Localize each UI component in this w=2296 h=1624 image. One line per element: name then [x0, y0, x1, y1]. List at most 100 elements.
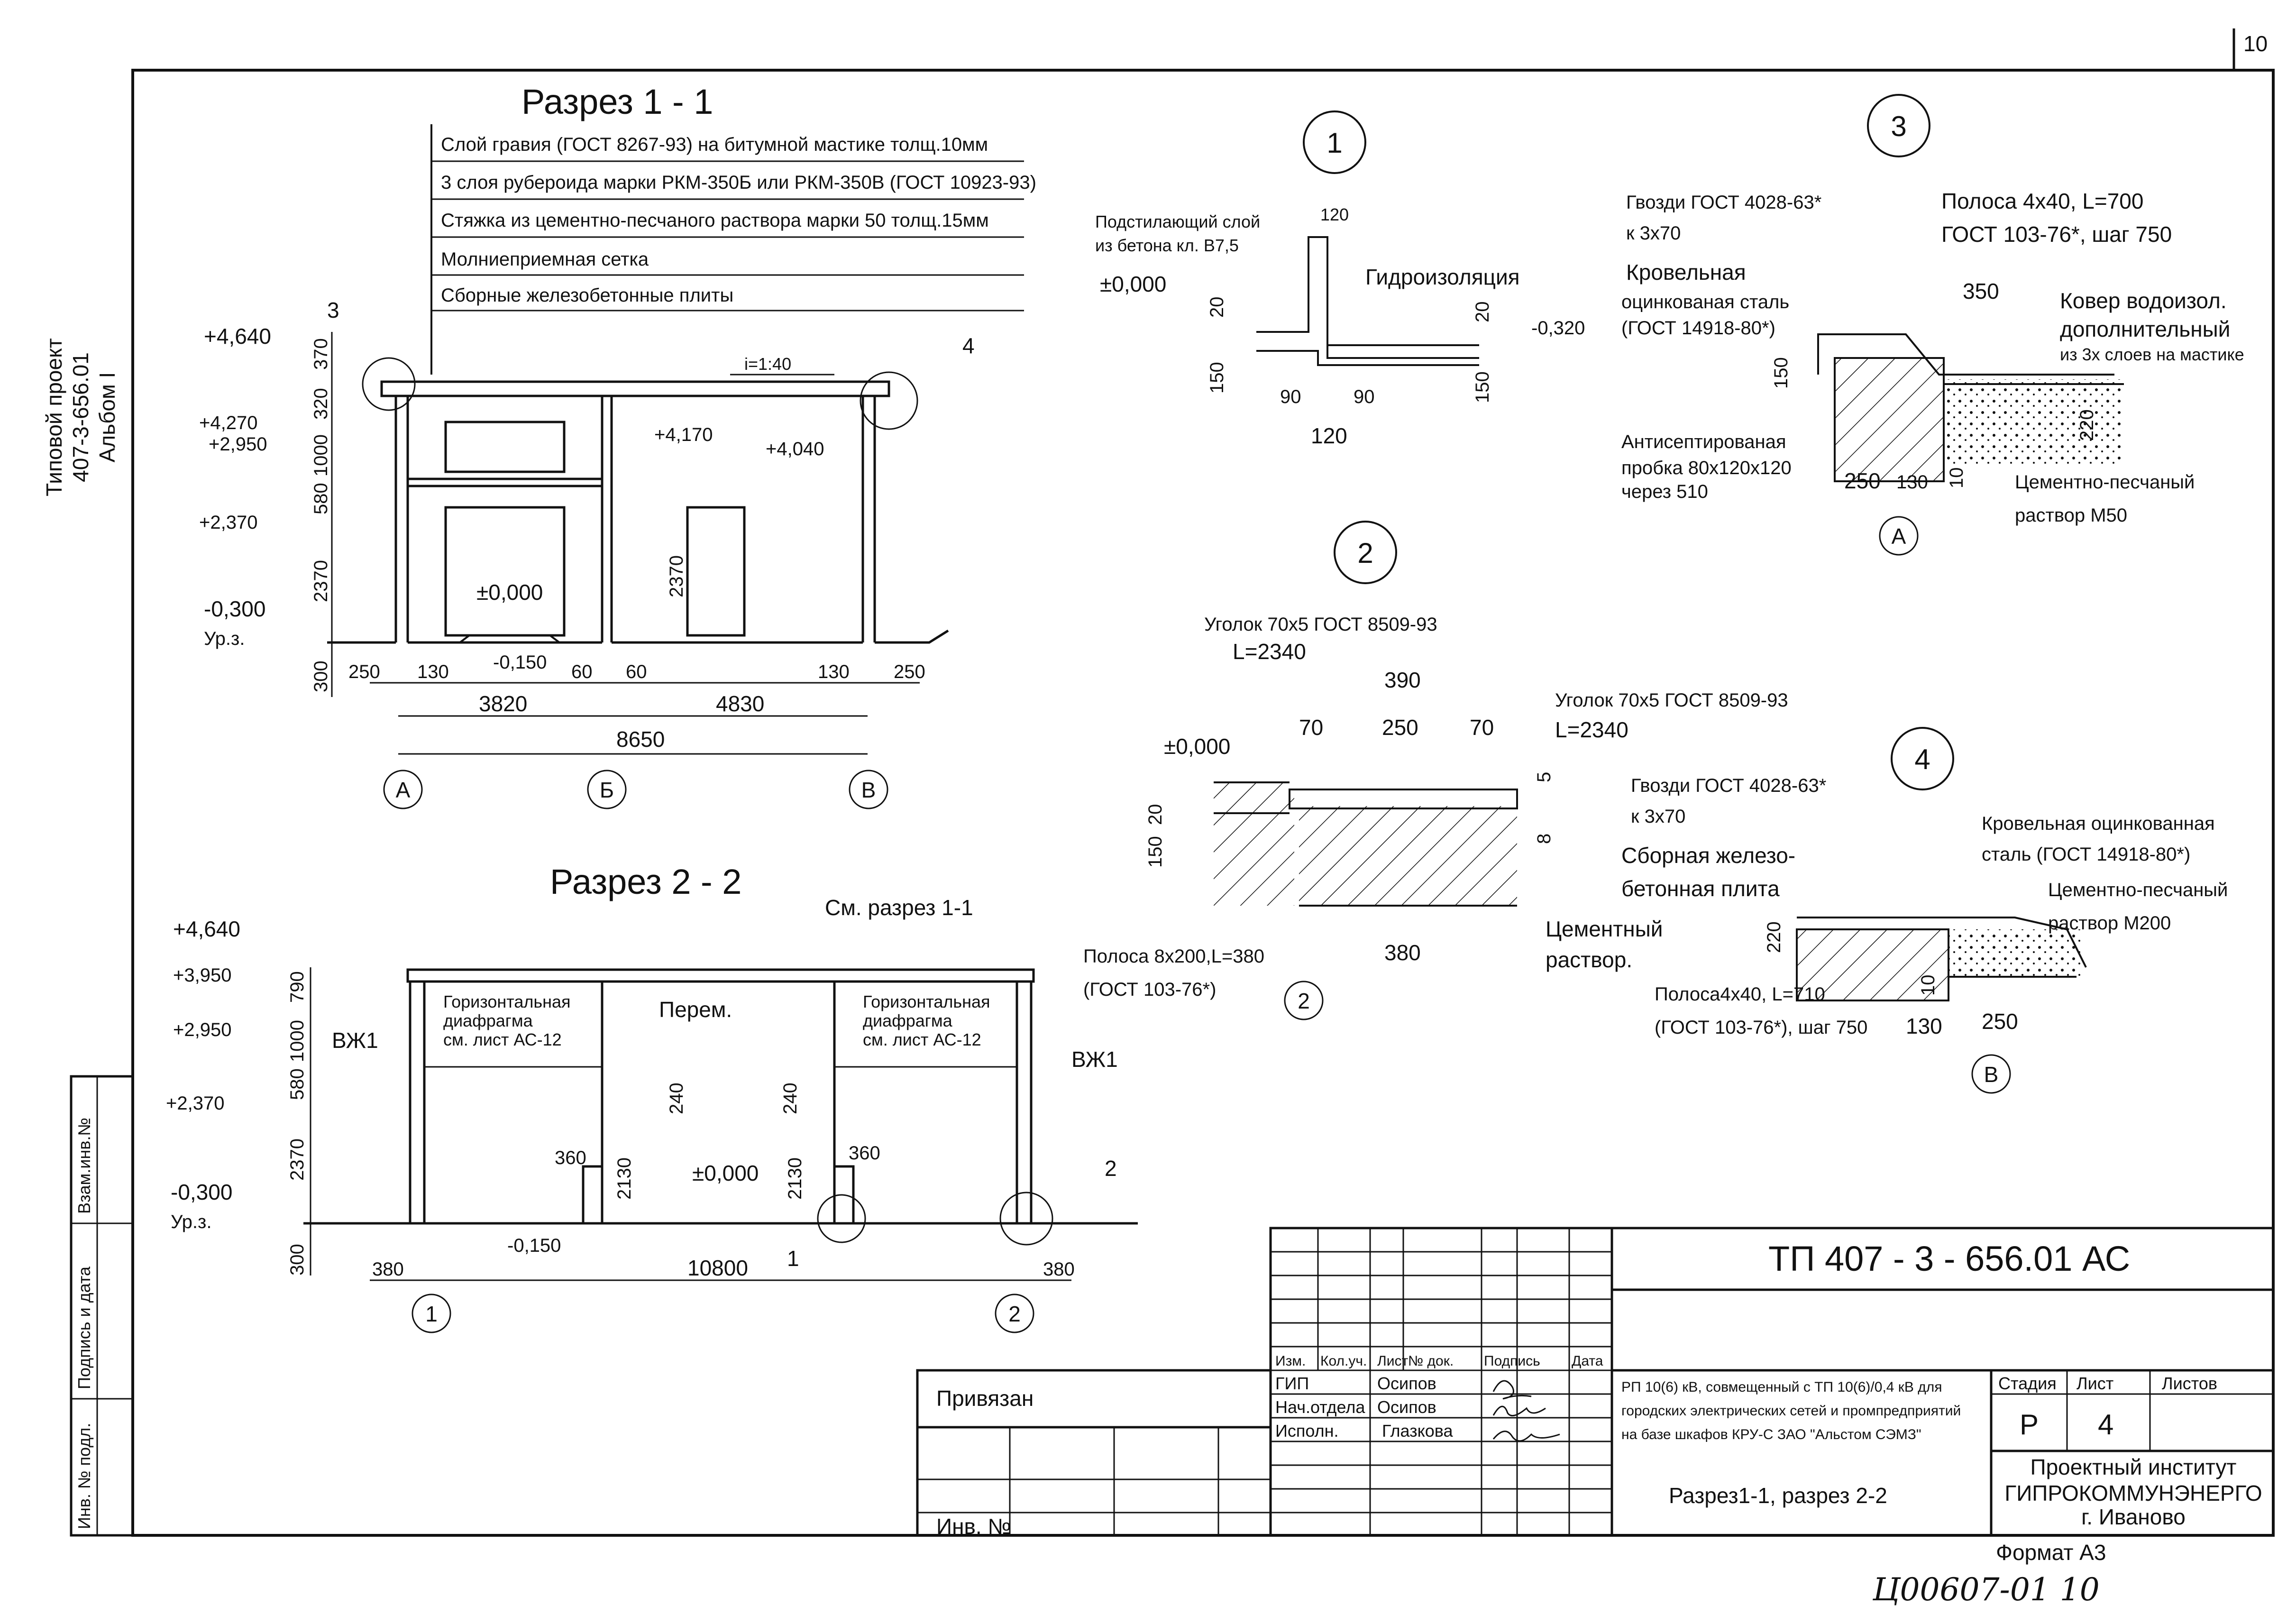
vdim2-790: 790: [287, 971, 308, 1003]
lvl-minus0150: -0,150: [493, 652, 547, 673]
callout-2: 2: [1105, 1156, 1117, 1181]
axis-2: 2: [1008, 1302, 1021, 1326]
node-3-strip-gost: ГОСТ 103-76*, шаг 750: [1941, 222, 2172, 247]
node-2-dim-8: 8: [1534, 834, 1555, 844]
tb-list-head: Лист: [2076, 1374, 2113, 1393]
node-3: 3 Гвозди ГОСТ 4028-63* к 3х70 Полоса 4х4…: [1621, 94, 2244, 556]
label-diaphragm-left-2: диафрагма: [443, 1011, 533, 1030]
side-stamp-line2: 407-3-656.01: [68, 352, 93, 482]
callout-1: 1: [787, 1246, 799, 1271]
layer-1: Слой гравия (ГОСТ 8267-93) на битумной м…: [441, 134, 988, 155]
callout-3-circle: [362, 357, 416, 411]
section-1-1-axes: А Б В: [383, 770, 888, 809]
node-3-strip: Полоса 4х40, L=700: [1941, 189, 2143, 213]
vdim-370: 370: [311, 338, 331, 370]
sheet-format: Формат А3: [1996, 1540, 2106, 1565]
node-1-dim-150-right: 150: [1472, 371, 1493, 403]
vdim-1000: 1000: [311, 434, 331, 477]
node-3-nails-size: к 3х70: [1626, 223, 1681, 244]
section-2-2-levels: +4,640 +3,950 +2,950 +2,370 -0,300 Ур.з.…: [166, 917, 759, 1256]
lvl2-3950: +3,950: [173, 965, 231, 986]
tb-org-3: г. Иваново: [2081, 1505, 2186, 1529]
layer-4: Молниеприемная сетка: [441, 249, 649, 270]
node-2-num: 2: [1357, 537, 1373, 569]
node-3-num: 3: [1891, 110, 1906, 142]
lvl-2370: +2,370: [199, 512, 257, 533]
section-2-2-title: Разрез 2 - 2: [550, 862, 741, 901]
label-diaphragm-right-1: Горизонтальная: [863, 992, 990, 1011]
callout-4: 4: [962, 333, 975, 358]
node-1-label-1: Подстилающий слой: [1095, 212, 1260, 231]
node-2-dim-150: 150: [1145, 836, 1166, 868]
node-4-dim-220: 220: [1764, 921, 1784, 953]
tb-lists-head: Листов: [2162, 1374, 2217, 1393]
lvl2-2370: +2,370: [166, 1093, 224, 1114]
node-3-roof-2: оцинкованая сталь: [1621, 292, 1789, 312]
strip-vzam: Взам.инв.№: [74, 1118, 94, 1214]
lvl-4170: +4,170: [654, 424, 713, 445]
strip-inv: Инв. № подл.: [74, 1423, 94, 1529]
node-2-dim-70-left: 70: [1299, 715, 1323, 740]
tb-desc-3: на базе шкафов КРУ-С ЗАО "Альстом СЭМЗ": [1621, 1427, 1921, 1442]
hdim2-380-left: 380: [372, 1259, 404, 1280]
node-1: 1 Подстилающий слой из бетона кл. В7,5 ±…: [1095, 110, 1585, 448]
section-1-1-vdims: 370 320 1000 580 2370 300 2370: [311, 332, 687, 697]
node-2-dim-390: 390: [1384, 668, 1421, 692]
tb-role-nach: Нач.отдела: [1275, 1397, 1365, 1417]
tb-stage: Р: [2020, 1409, 2039, 1440]
hdim2-10800: 10800: [687, 1256, 748, 1280]
node-4-roof-1: Кровельная оцинкованная: [1982, 813, 2215, 834]
node-3-mortar-1: Цементно-песчаный: [2015, 472, 2195, 493]
tb-head-doc: № док.: [1408, 1353, 1454, 1369]
tb-head-izm: Изм.: [1275, 1353, 1306, 1369]
tb-head-kol: Кол.уч.: [1320, 1353, 1367, 1369]
node-1-hydro: Гидроизоляция: [1365, 265, 1520, 289]
section-2-2-axes: 1 2: [412, 1294, 1034, 1333]
lvl2-0000: ±0,000: [692, 1161, 759, 1185]
section-2-2: Разрез 2 - 2 См. разрез 1-1 1 2 ВЖ1 ВЖ1 …: [166, 862, 1138, 1333]
page-number: 10: [2243, 31, 2268, 56]
side-stamp-line3: Альбом I: [95, 372, 119, 463]
hdim-130-left: 130: [417, 661, 449, 682]
node-3-roof-3: (ГОСТ 14918-80*): [1621, 318, 1775, 339]
label-vzh1-right: ВЖ1: [1071, 1047, 1118, 1072]
tb-signatures: [1492, 1380, 1560, 1442]
label-diaphragm-right-2: диафрагма: [863, 1011, 953, 1030]
node-1-dim-90-right: 90: [1354, 386, 1375, 407]
node-4-axis: В: [1984, 1062, 1999, 1087]
hdim2-380-right: 380: [1043, 1259, 1075, 1280]
section-2-2-hdims: 380 360 360 10800 380: [370, 1143, 1075, 1281]
hdim-130-right: 130: [818, 661, 850, 682]
node-2-cement-1: Цементный: [1546, 917, 1663, 941]
node-4-dim-130: 130: [1906, 1014, 1942, 1038]
label-diaphragm-right-3: см. лист АС-12: [863, 1030, 981, 1049]
callout-2-circle: [999, 1192, 1053, 1246]
node-3-dim-130: 130: [1896, 472, 1928, 493]
tb-name-gip: Осипов: [1377, 1374, 1436, 1393]
node-1-dim-20-right: 20: [1472, 302, 1493, 323]
side-stamp-line1: Типовой проект: [42, 338, 66, 496]
node-3-plug-2: пробка 80х120х120: [1621, 458, 1792, 478]
layer-2: 3 слоя рубероида марки РКМ-350Б или РКМ-…: [441, 172, 1036, 193]
tb-name-nach: Осипов: [1377, 1397, 1436, 1417]
node-3-dim-150: 150: [1771, 357, 1792, 389]
node-1-level-0: ±0,000: [1100, 272, 1166, 296]
node-4: 4 Гвозди ГОСТ 4028-63* к 3х70 Кровельная…: [1621, 727, 2228, 1094]
handwritten-code: Ц00607-01 10: [1872, 1571, 2100, 1608]
node-4-strip: Полоса4х40, L=710: [1655, 984, 1825, 1005]
node-3-dim-350: 350: [1963, 279, 1999, 303]
slope-label: i=1:40: [744, 354, 791, 374]
node-4-strip-gost: (ГОСТ 103-76*), шаг 750: [1655, 1017, 1867, 1038]
tb-role-gip: ГИП: [1275, 1374, 1309, 1393]
lvl-minus0300: -0,300: [204, 596, 265, 621]
node-3-mortar-2: раствор М50: [2015, 505, 2127, 526]
node-2-strip-gost: (ГОСТ 103-76*): [1083, 979, 1216, 1000]
vdim2-300: 300: [287, 1244, 308, 1275]
node-4-mortar-1: Цементно-песчаный: [2048, 880, 2228, 900]
node-2-angle-1: Уголок 70х5 ГОСТ 8509-93: [1204, 614, 1437, 635]
hdim-60b: 60: [626, 661, 647, 682]
node-4-slab-1: Сборная железо-: [1621, 843, 1795, 868]
label-vzh1-left: ВЖ1: [332, 1028, 378, 1053]
hdim-60a: 60: [571, 661, 593, 682]
tb-org-2: ГИПРОКОММУНЭНЕРГО: [2004, 1481, 2262, 1505]
